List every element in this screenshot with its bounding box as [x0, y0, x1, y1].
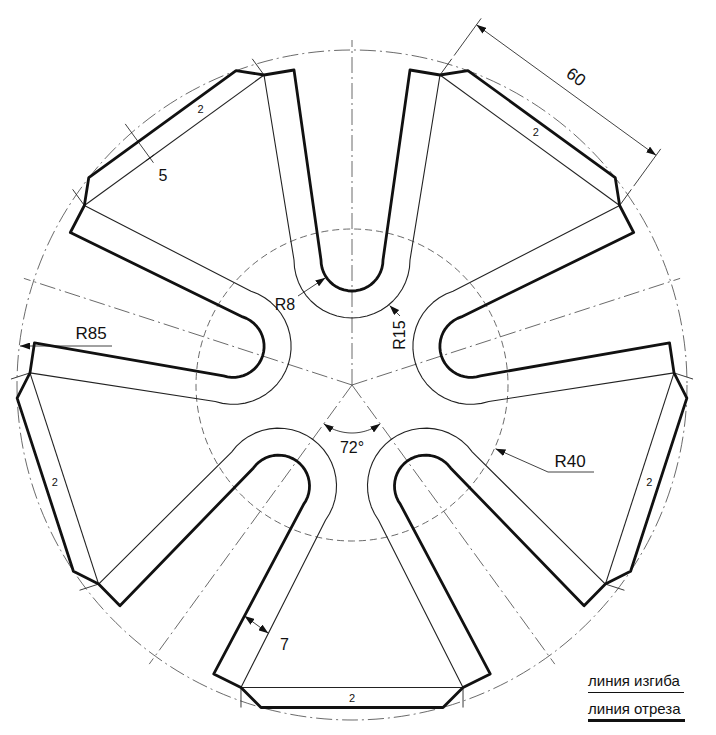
slot-axis-line [352, 40, 353, 385]
dimension-value: 7 [280, 637, 289, 653]
corner-relief-line [620, 189, 632, 205]
legend: линия изгиба линия отреза [588, 672, 685, 728]
dimension-tick [134, 139, 142, 145]
bend-line [367, 428, 605, 687]
bend-line [30, 373, 99, 584]
legend-text: линия отреза [588, 701, 681, 718]
leader-line [20, 346, 112, 347]
extension-line [454, 18, 481, 55]
leader-line [390, 305, 400, 316]
dimension-line [125, 124, 153, 163]
angle-arc [324, 424, 380, 433]
legend-line [588, 692, 684, 693]
corner-relief-line [240, 688, 241, 708]
dimension-line [245, 616, 269, 633]
radius-dimension: R8 [275, 297, 295, 313]
slot-axis-line [149, 385, 352, 664]
corner-relief-line [80, 584, 99, 590]
legend-line-sample [588, 690, 684, 695]
legend-item: линия отреза [588, 700, 685, 723]
angle-dimension: 72° [340, 440, 364, 456]
dimension-tick [146, 155, 154, 161]
flange-mark: 2 [349, 692, 355, 703]
radius-dimension: R85 [75, 325, 106, 342]
flange-mark: 2 [646, 476, 652, 487]
dimension-value: 5 [158, 168, 167, 184]
dimension-line [476, 25, 656, 156]
radius-dimension: R15 [392, 320, 408, 349]
flange-mark: 2 [198, 103, 204, 114]
corner-relief-line [73, 189, 85, 205]
legend-line-sample [588, 718, 685, 723]
bend-line [440, 75, 620, 206]
bend-line [99, 428, 337, 687]
leader-line [298, 278, 325, 296]
dimension-value: 60 [563, 65, 588, 90]
flange-mark: 2 [533, 127, 539, 138]
radius-dimension: R40 [554, 453, 585, 470]
bend-line [605, 373, 674, 584]
corner-relief-line [463, 688, 464, 708]
bend-line [264, 75, 440, 318]
flange-mark: 2 [52, 476, 58, 487]
legend-text: линия изгиба [588, 673, 680, 690]
legend-line [588, 719, 685, 722]
corner-relief-line [605, 584, 624, 590]
bend-line [84, 75, 264, 206]
cut-outline [17, 70, 687, 708]
leader-line [495, 449, 594, 472]
bend-line [413, 206, 674, 405]
legend-item: линия изгиба [588, 672, 685, 695]
slot-axis-line [352, 385, 555, 664]
extension-line [634, 149, 661, 186]
bend-line [241, 687, 463, 688]
bend-line [30, 206, 291, 405]
